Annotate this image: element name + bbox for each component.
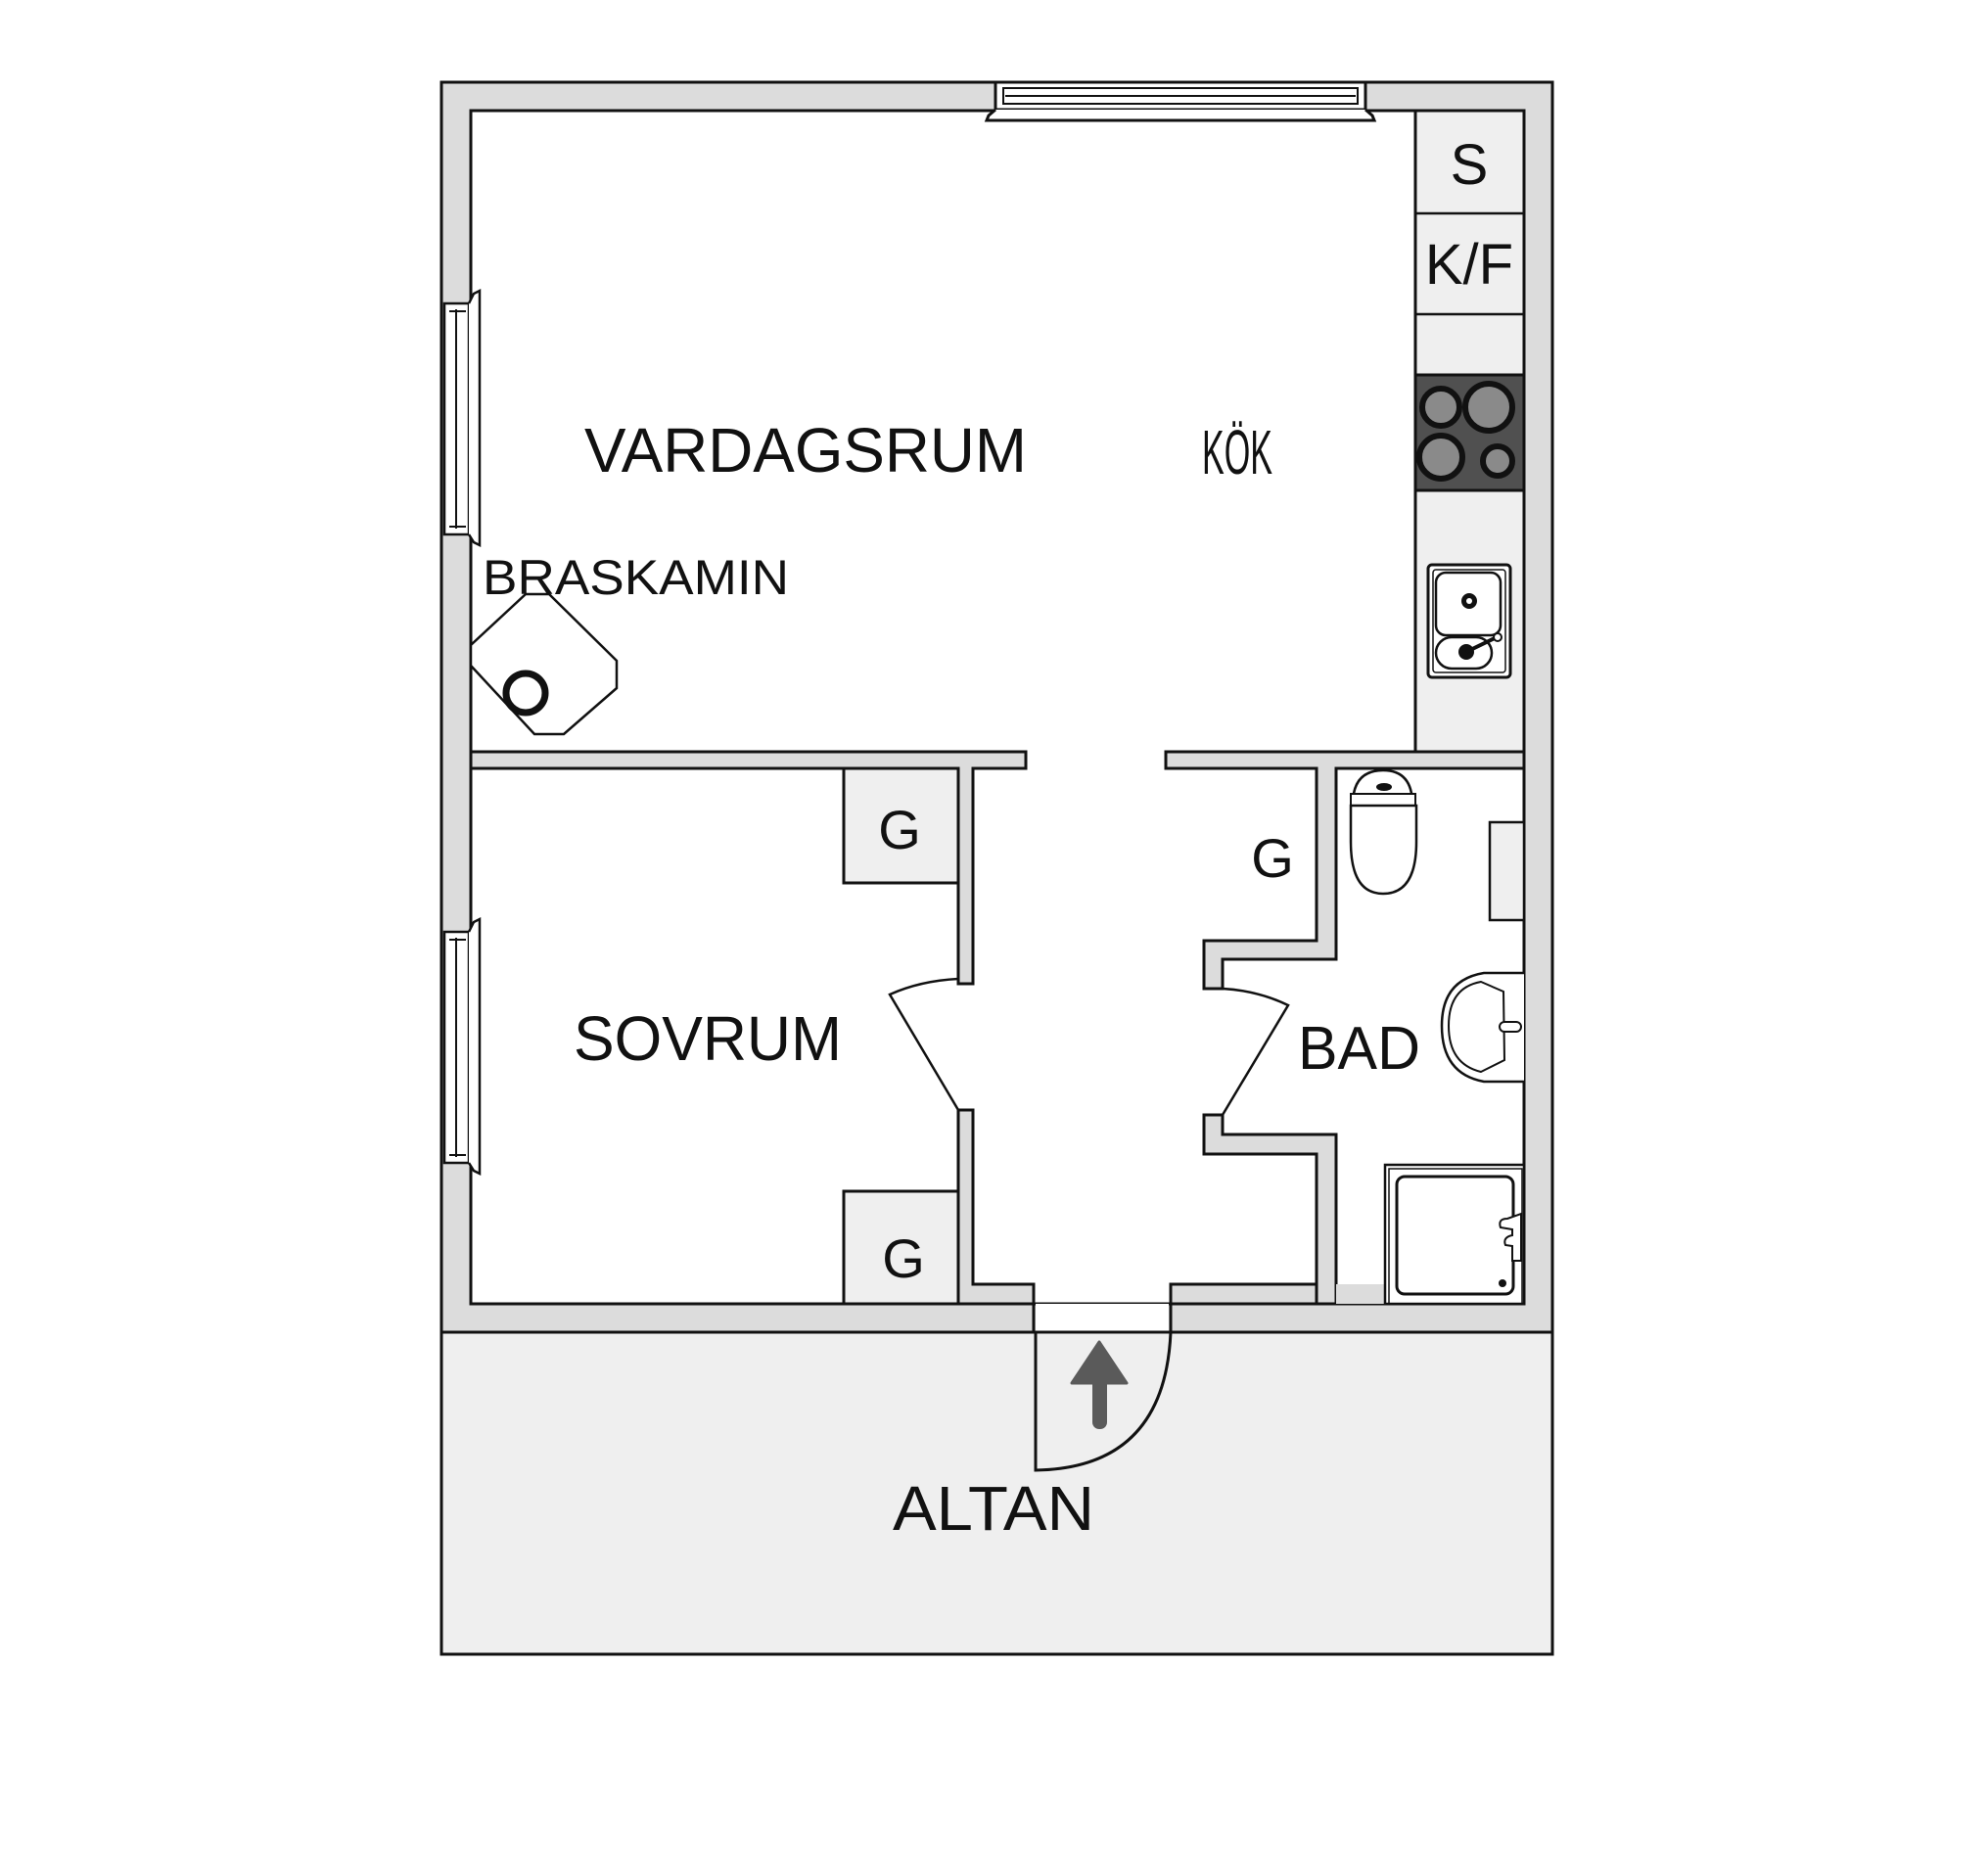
towel-rack: [1488, 820, 1526, 922]
room-label-terrace: ALTAN: [893, 1473, 1094, 1544]
window-left-upper: [442, 288, 482, 548]
label-wardrobe-hall: G: [1251, 827, 1294, 889]
room-label-bathroom: BAD: [1298, 1015, 1420, 1083]
wardrobe-bedroom-bottom: [842, 1189, 960, 1306]
burner-icon: [1480, 443, 1515, 479]
label-wardrobe-bedroom-bottom: G: [882, 1227, 925, 1289]
window-top: [984, 80, 1377, 122]
window-left-lower: [442, 916, 482, 1177]
label-fireplace: BRASKAMIN: [483, 550, 789, 605]
shower-icon: [1383, 1163, 1526, 1306]
room-label-bedroom: SOVRUM: [574, 1003, 842, 1074]
door-bathroom[interactable]: [1221, 987, 1290, 1116]
kitchen-sink-icon: [1426, 563, 1512, 679]
wardrobe-bedroom-top: [842, 766, 960, 885]
bathroom-sink-icon: [1440, 971, 1524, 1084]
toilet-icon: [1349, 768, 1418, 896]
stove: [1413, 373, 1526, 492]
terrace-area: [439, 1330, 1554, 1656]
label-wardrobe-bedroom-top: G: [878, 799, 921, 860]
room-label-kitchen: KÖK: [1202, 417, 1272, 487]
burner-icon: [1416, 433, 1465, 482]
entrance-arrow-icon: [1070, 1340, 1129, 1429]
burner-icon: [1419, 386, 1462, 429]
room-label-living: VARDAGSRUM: [584, 415, 1027, 486]
label-stove-unit: S: [1451, 133, 1489, 197]
fireplace-icon: [469, 592, 619, 736]
door-entrance[interactable]: [1034, 1331, 1173, 1472]
outer-walls: [439, 80, 1554, 1334]
label-fridge-freezer: K/F: [1425, 233, 1513, 297]
burner-icon: [1462, 381, 1515, 434]
door-bedroom[interactable]: [888, 977, 960, 1111]
